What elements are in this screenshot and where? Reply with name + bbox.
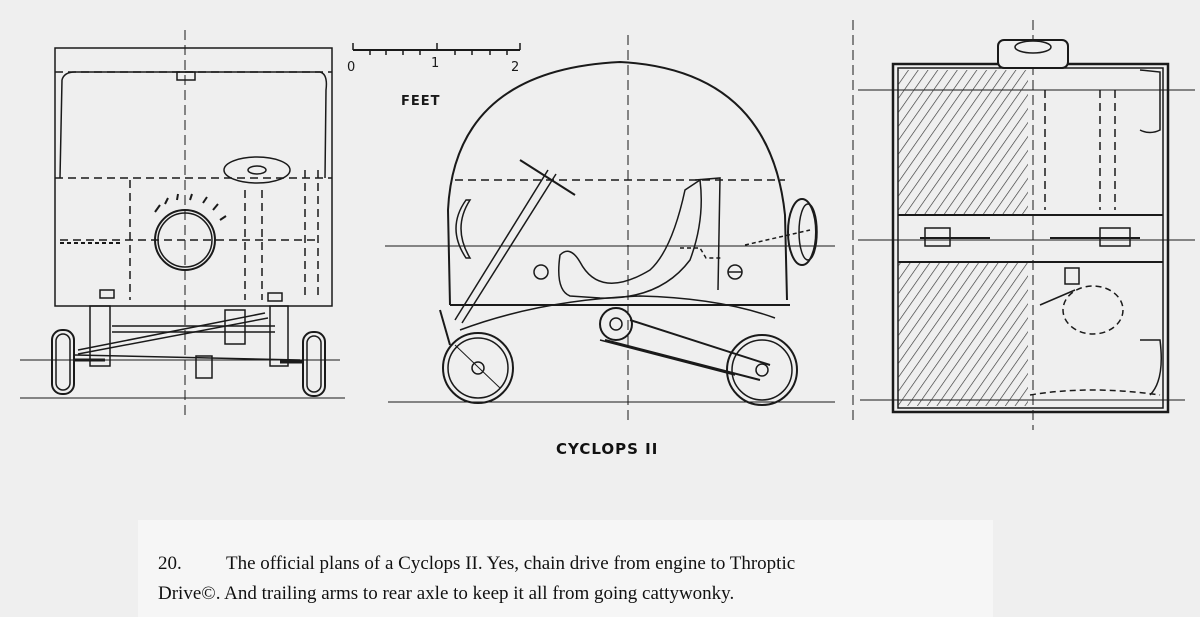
figure-number: 20. [158,553,182,574]
scale-number-2: 2 [511,60,520,75]
drawing-title: CYCLOPS II [556,440,659,458]
top-view [858,20,1195,430]
caption-line-2: Drive©. And trailing arms to rear axle t… [158,583,735,604]
caption-text-1: The official plans of a Cyclops II. Yes,… [226,553,796,574]
figure-caption: 20. The official plans of a Cyclops II. Y… [158,549,978,609]
caption-background [138,520,993,617]
scale-number-1: 1 [431,56,440,71]
side-view [352,35,835,420]
caption-line-1: 20. The official plans of a Cyclops II. Y… [158,549,978,579]
scale-number-0: 0 [347,60,356,75]
scale-unit-label: FEET [401,94,441,109]
front-view [20,30,345,420]
